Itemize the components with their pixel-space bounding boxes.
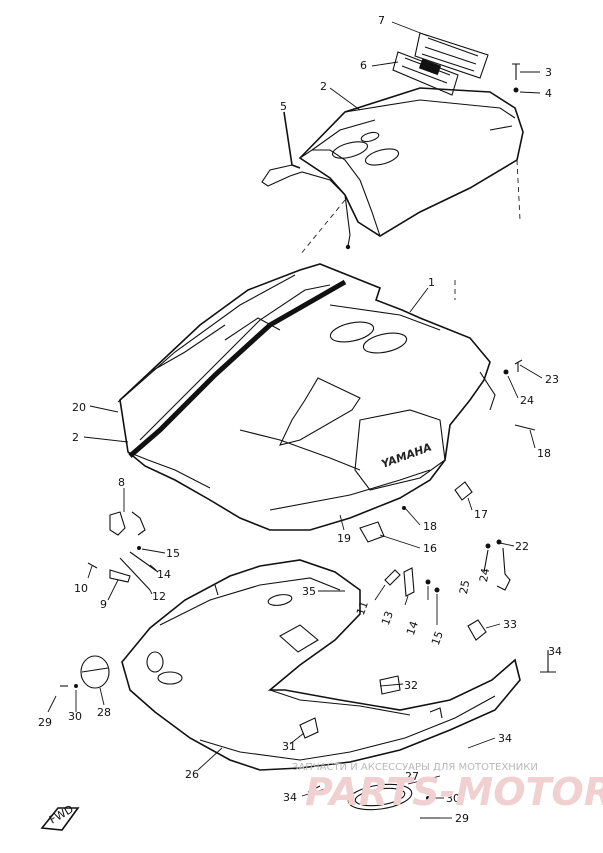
label-24-lower: 24 [477,567,492,583]
label-4: 4 [545,87,552,100]
label-27: 27 [405,770,419,783]
parts-34 [307,650,556,793]
label-30-lower: 30 [446,792,460,805]
label-11: 11 [354,599,371,617]
label-14-right: 14 [404,619,421,637]
watermark: PARTS-MOTOR.RU ЗАПЧАСТИ И АКСЕССУАРЫ ДЛЯ… [292,762,603,814]
label-14-left: 14 [157,568,171,581]
bolts-11-13-14-15 [384,567,487,641]
label-18-lower: 18 [423,520,437,533]
fwd-label: FWD [47,802,76,826]
label-15-left: 15 [166,547,180,560]
decal-plates [392,32,489,96]
hood-brand-label: YAMAHA [380,441,434,471]
bracket-part-8 [109,511,146,536]
label-2-lower: 2 [72,431,79,444]
hood-part-1: YAMAHA [117,263,496,531]
small-hardware-left [87,546,159,591]
label-34-lower: 34 [283,791,297,804]
label-19: 19 [337,532,351,545]
label-7: 7 [378,14,385,27]
label-17: 17 [474,508,488,521]
label-13: 13 [379,609,396,627]
label-28: 28 [97,706,111,719]
label-22: 22 [515,540,529,553]
label-10: 10 [74,582,88,595]
lens-part-27 [347,783,440,819]
callouts: 7 6 3 4 2 5 1 23 24 20 2 18 8 [38,14,562,825]
label-9: 9 [100,598,107,611]
label-5: 5 [280,100,287,113]
label-18-upper: 18 [537,447,551,460]
label-16: 16 [423,542,437,555]
label-20: 20 [72,401,86,414]
screws-3-4 [512,63,520,93]
label-6: 6 [360,59,367,72]
label-8: 8 [118,476,125,489]
front-direction-mark: FWD [40,802,80,831]
label-34-right: 34 [548,645,562,658]
label-1: 1 [428,276,435,289]
rod-part-5 [261,111,351,250]
label-3: 3 [545,66,552,79]
label-15-right: 15 [429,629,446,647]
label-2-upper: 2 [320,80,327,93]
label-26: 26 [185,768,199,781]
label-31: 31 [282,740,296,753]
watermark-brand: PARTS-MOTOR.RU [305,770,603,814]
lower-pan-part-26 [121,559,521,771]
lens-part-28 [60,655,110,689]
label-29-lower: 29 [455,812,469,825]
label-29-left: 29 [38,716,52,729]
label-30-left: 30 [68,710,82,723]
hardware-right [359,359,536,591]
watermark-line: ЗАПЧАСТИ И АКСЕССУАРЫ ДЛЯ МОТОТЕХНИКИ [292,762,538,773]
upper-cover [298,87,524,237]
label-25: 25 [457,579,472,595]
label-34-middle: 34 [498,732,512,745]
label-23: 23 [545,373,559,386]
label-24-upper: 24 [520,394,534,407]
label-32: 32 [404,679,418,692]
label-33: 33 [503,618,517,631]
label-35: 35 [302,585,316,598]
label-12: 12 [152,590,166,603]
